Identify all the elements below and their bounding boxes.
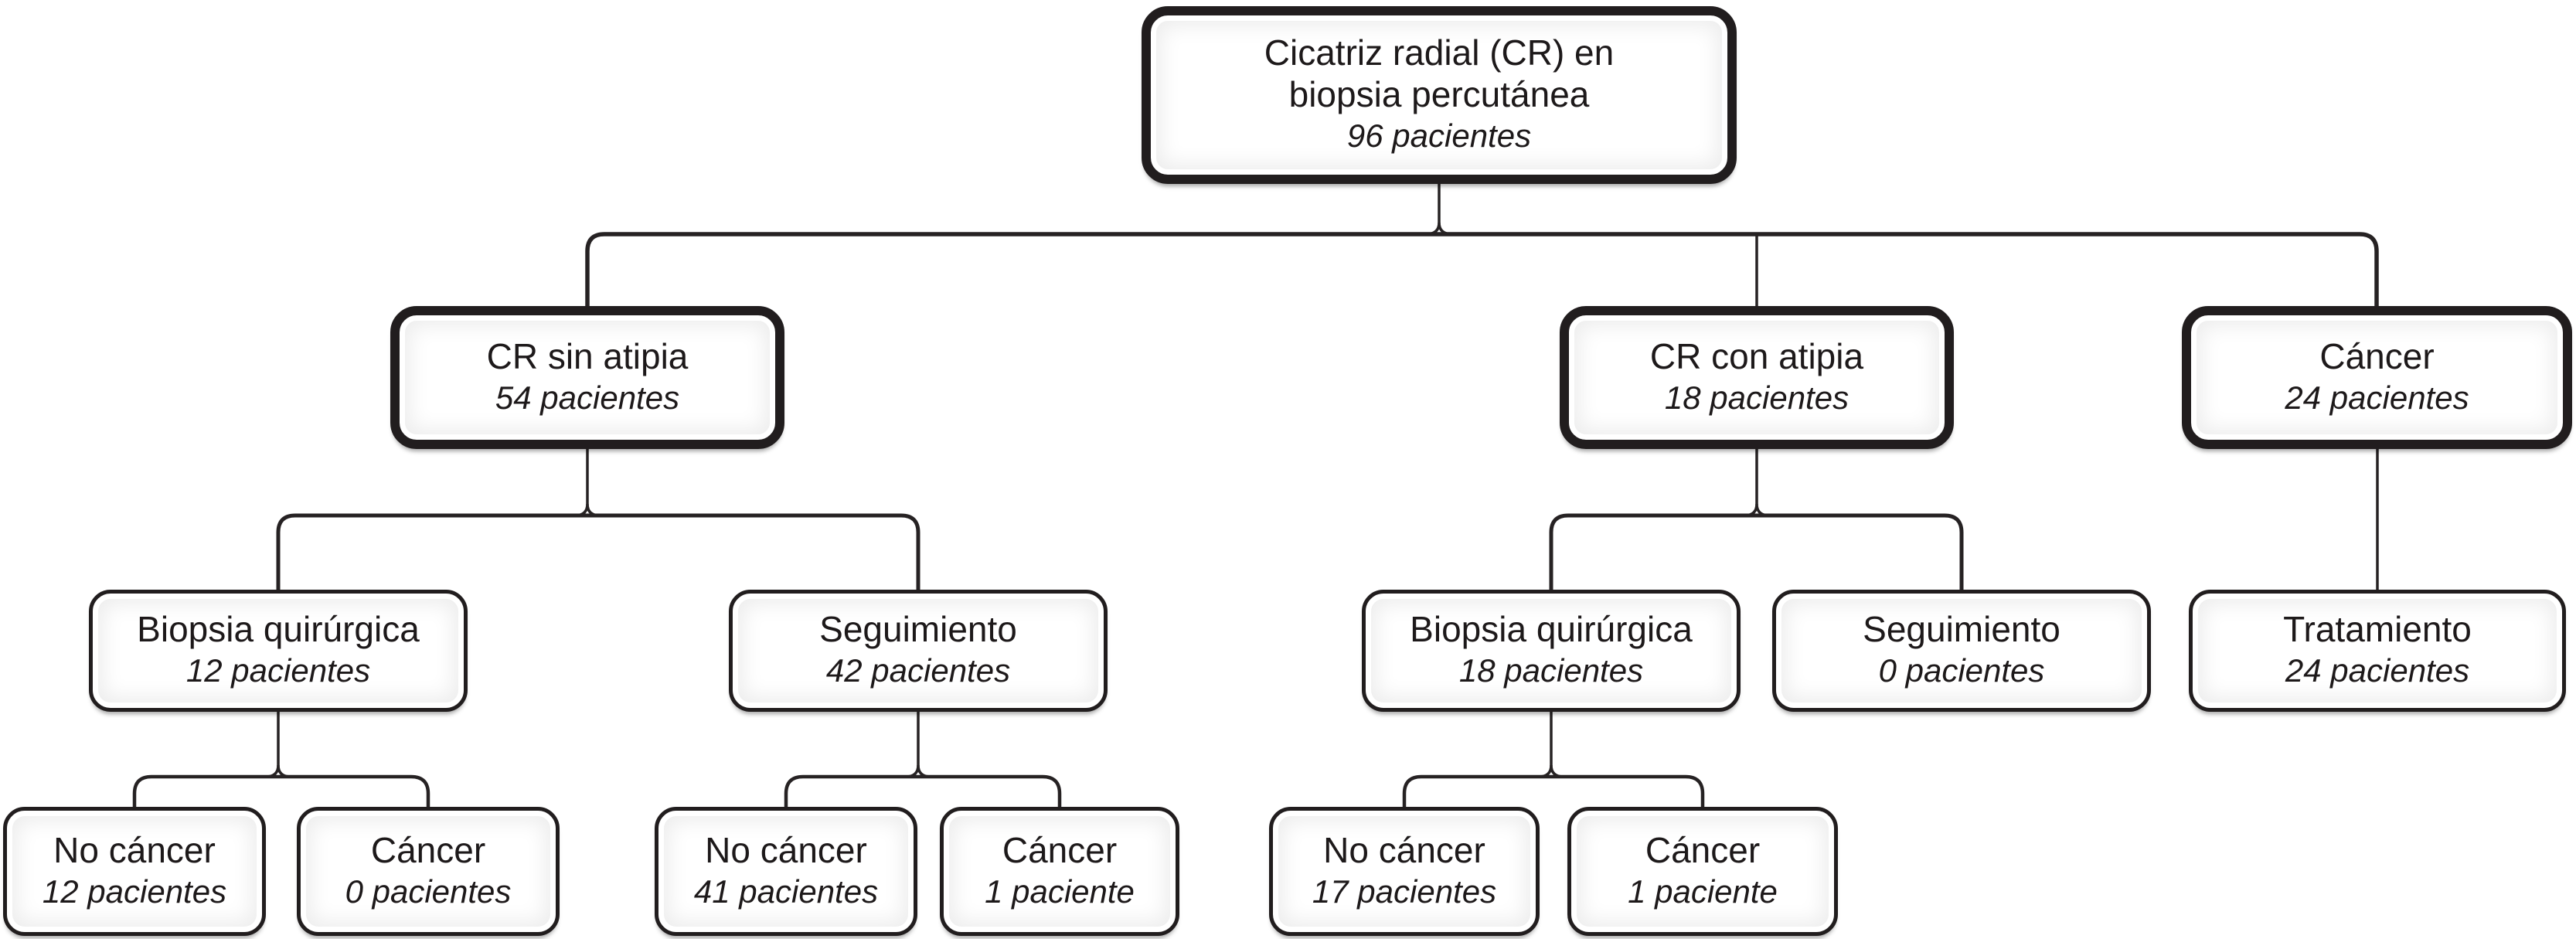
node-no-cancer-seguimiento: No cáncer 41 pacientes	[655, 807, 917, 936]
node-root: Cicatriz radial (CR) en biopsia percután…	[1142, 6, 1737, 184]
node-no-cancer-biopsia-der-title: No cáncer	[1323, 829, 1485, 870]
connector-con-atipia-to-children	[1549, 449, 1964, 594]
node-seguimiento-der-title: Seguimiento	[1863, 609, 2060, 650]
node-no-cancer-biopsia-izq: No cáncer 12 pacientes	[3, 807, 266, 936]
node-no-cancer-seguimiento-title: No cáncer	[705, 829, 867, 870]
node-cancer-seguimiento: Cáncer 1 paciente	[940, 807, 1179, 936]
node-root-count: 96 pacientes	[1346, 117, 1532, 155]
node-cancer-biopsia-der-count: 1 paciente	[1628, 873, 1778, 910]
node-seguimiento-izq: Seguimiento 42 pacientes	[729, 590, 1108, 712]
node-tratamiento-title: Tratamiento	[2283, 609, 2472, 650]
node-cancer-seguimiento-title: Cáncer	[1002, 829, 1118, 870]
connector-sin-atipia-to-children	[276, 449, 920, 594]
connector-biopsia-der-to-children	[1402, 712, 1705, 811]
node-cancer-biopsia-izq-count: 0 pacientes	[345, 873, 512, 910]
node-no-cancer-biopsia-der-count: 17 pacientes	[1312, 873, 1497, 910]
node-cancer-seguimiento-count: 1 paciente	[985, 873, 1135, 910]
node-cancer-biopsia-izq-title: Cáncer	[370, 829, 486, 870]
node-root-title-line2: biopsia percutánea	[1288, 73, 1590, 114]
node-biopsia-quirurgica-izq-count: 12 pacientes	[185, 652, 371, 689]
connector-biopsia-izq-to-children	[132, 712, 430, 811]
node-biopsia-quirurgica-izq-title: Biopsia quirúrgica	[137, 609, 420, 650]
node-tratamiento: Tratamiento 24 pacientes	[2189, 590, 2566, 712]
node-seguimiento-der: Seguimiento 0 pacientes	[1772, 590, 2151, 712]
node-seguimiento-izq-count: 42 pacientes	[825, 652, 1011, 689]
node-tratamiento-count: 24 pacientes	[2285, 652, 2470, 689]
node-cr-con-atipia-count: 18 pacientes	[1664, 379, 1849, 416]
node-root-title-line1: Cicatriz radial (CR) en	[1264, 32, 1615, 73]
node-biopsia-quirurgica-der: Biopsia quirúrgica 18 pacientes	[1362, 590, 1741, 712]
node-biopsia-quirurgica-der-title: Biopsia quirúrgica	[1410, 609, 1693, 650]
node-seguimiento-izq-title: Seguimiento	[819, 609, 1017, 650]
node-no-cancer-biopsia-der: No cáncer 17 pacientes	[1269, 807, 1540, 936]
node-cancer-count: 24 pacientes	[2285, 379, 2469, 416]
node-no-cancer-biopsia-izq-count: 12 pacientes	[42, 873, 227, 910]
connector-root-to-level2	[585, 184, 2379, 311]
node-cr-sin-atipia: CR sin atipia 54 pacientes	[390, 306, 784, 449]
node-cancer-biopsia-izq: Cáncer 0 pacientes	[297, 807, 560, 936]
node-no-cancer-biopsia-izq-title: No cáncer	[53, 829, 216, 870]
node-cr-con-atipia: CR con atipia 18 pacientes	[1560, 306, 1954, 449]
node-biopsia-quirurgica-izq: Biopsia quirúrgica 12 pacientes	[89, 590, 468, 712]
node-seguimiento-der-count: 0 pacientes	[1878, 652, 2045, 689]
connector-seguimiento-izq-to-children	[784, 712, 1062, 811]
node-no-cancer-seguimiento-count: 41 pacientes	[693, 873, 879, 910]
node-cancer-biopsia-der: Cáncer 1 paciente	[1567, 807, 1838, 936]
node-cr-sin-atipia-count: 54 pacientes	[495, 379, 680, 416]
node-cancer-title: Cáncer	[2319, 335, 2435, 376]
node-biopsia-quirurgica-der-count: 18 pacientes	[1458, 652, 1644, 689]
node-cancer-biopsia-der-title: Cáncer	[1645, 829, 1761, 870]
node-cr-sin-atipia-title: CR sin atipia	[486, 335, 689, 376]
node-cr-con-atipia-title: CR con atipia	[1649, 335, 1864, 376]
node-cancer: Cáncer 24 pacientes	[2182, 306, 2572, 449]
